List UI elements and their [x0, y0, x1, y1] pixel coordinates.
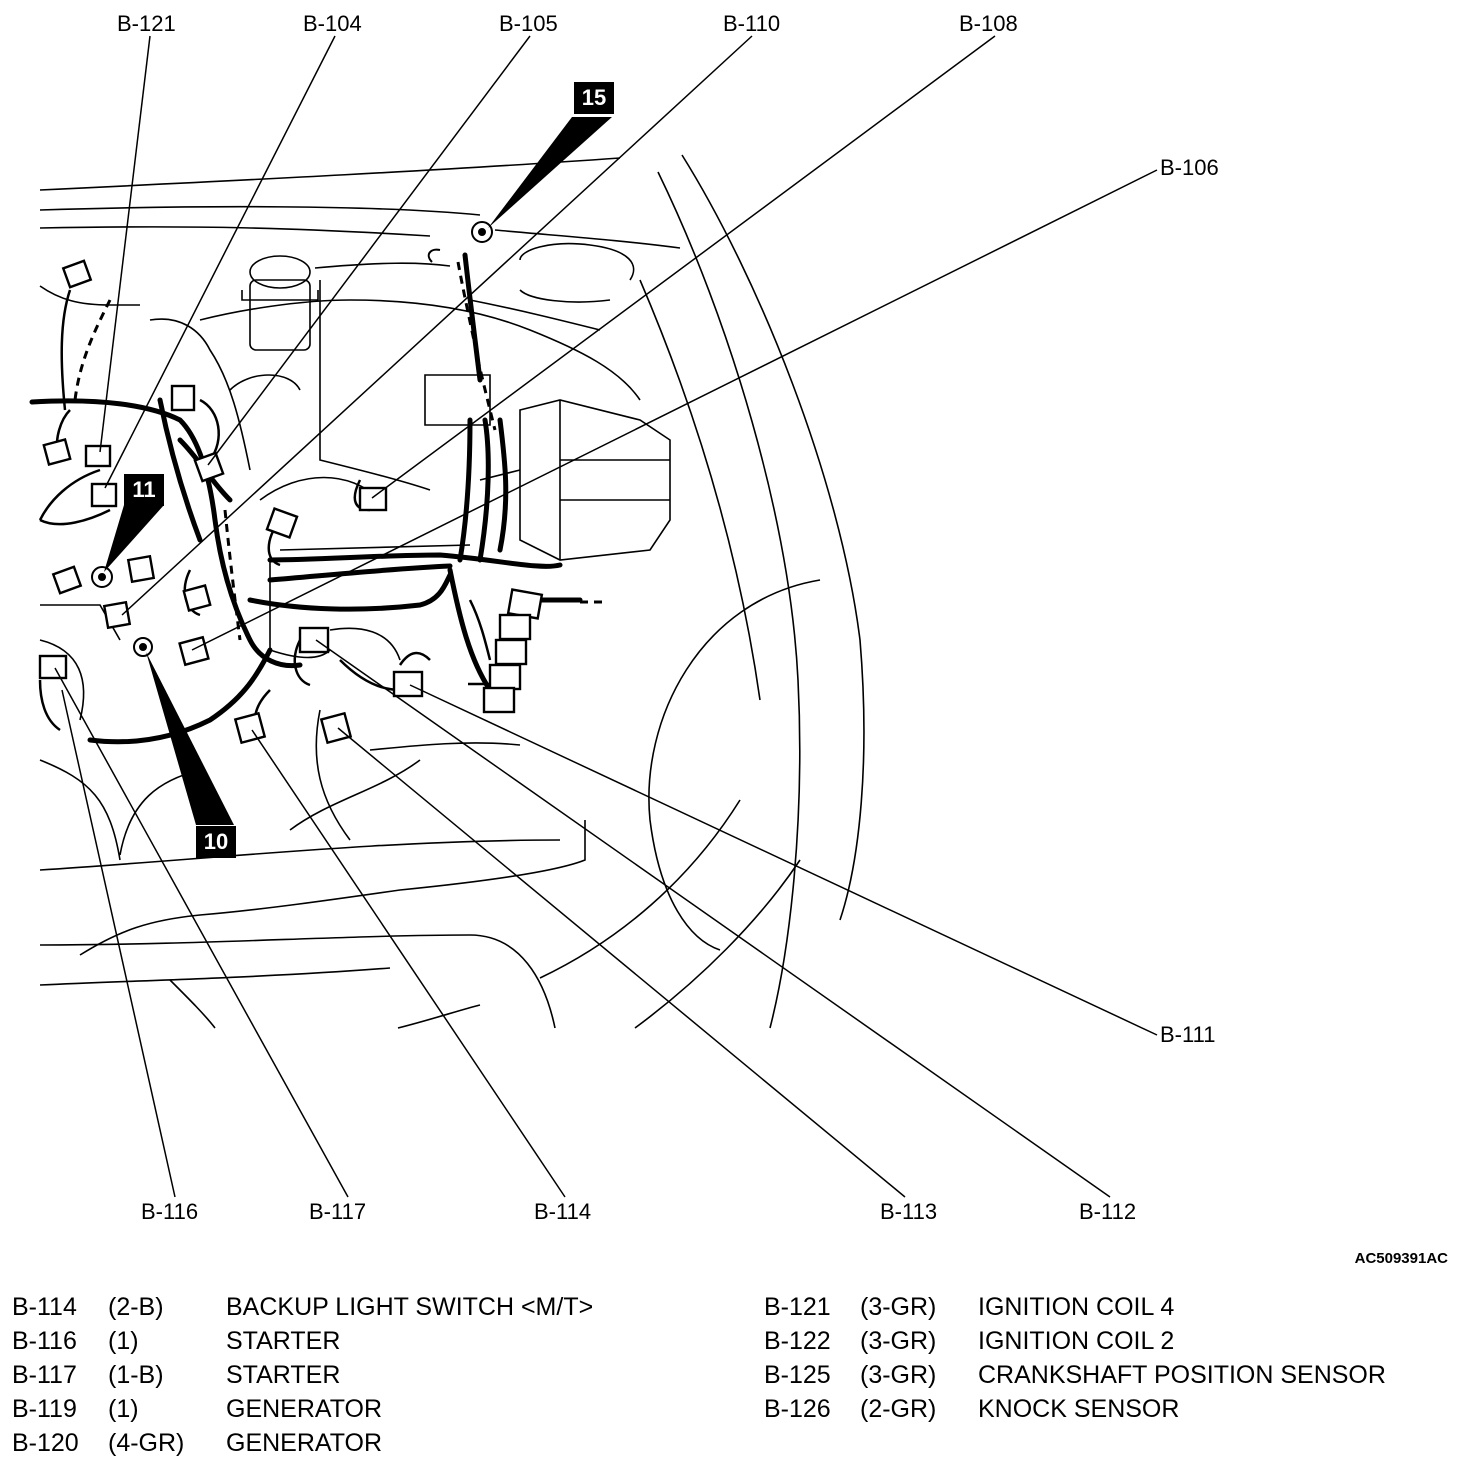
connector-code: (3-GR): [860, 1327, 937, 1355]
callout-b105: B-105: [499, 11, 558, 36]
engine-outline: [39, 154, 865, 1029]
connector-code: (2-GR): [860, 1395, 937, 1423]
callout-b116: B-116: [141, 1199, 199, 1224]
connector-id: B-117: [12, 1361, 77, 1389]
connector-desc: KNOCK SENSOR: [978, 1395, 1180, 1423]
figure-id: AC509391AC: [1354, 1250, 1448, 1267]
connector-code: (1): [108, 1327, 139, 1355]
connector-id: B-121: [764, 1293, 831, 1321]
connector-desc: STARTER: [226, 1327, 341, 1355]
legend-row: B-125 (3-GR) CRANKSHAFT POSITION SENSOR: [764, 1358, 1454, 1392]
callout-b113: B-113: [880, 1199, 938, 1224]
connector-desc: GENERATOR: [226, 1395, 383, 1423]
callout-b121: B-121: [117, 11, 176, 36]
connector-id: B-114: [12, 1293, 77, 1321]
callout-b114: B-114: [534, 1199, 592, 1224]
callout-b104: B-104: [303, 11, 362, 36]
connector-code: (3-GR): [860, 1293, 937, 1321]
callout-b117: B-117: [309, 1199, 367, 1224]
legend-row: B-119 (1) GENERATOR: [12, 1392, 672, 1426]
connector-id: B-116: [12, 1327, 77, 1355]
connector-code: (2-B): [108, 1293, 164, 1321]
legend-row: B-116 (1) STARTER: [12, 1324, 672, 1358]
callout-b106: B-106: [1160, 155, 1219, 180]
connector-id: B-125: [764, 1361, 831, 1389]
connector-code: (3-GR): [860, 1361, 937, 1389]
connector-id: B-120: [12, 1429, 79, 1457]
legend-row: B-117 (1-B) STARTER: [12, 1358, 672, 1392]
connector-code: (1-B): [108, 1361, 164, 1389]
legend-right: B-121 (3-GR) IGNITION COIL 4 B-122 (3-GR…: [764, 1290, 1454, 1426]
callout-b108: B-108: [959, 11, 1018, 36]
legend-row: B-121 (3-GR) IGNITION COIL 4: [764, 1290, 1454, 1324]
connector-desc: CRANKSHAFT POSITION SENSOR: [978, 1361, 1386, 1389]
connector-desc: IGNITION COIL 2: [978, 1327, 1175, 1355]
connector-desc: IGNITION COIL 4: [978, 1293, 1175, 1321]
badge-11: 11: [124, 474, 164, 506]
callout-b111: B-111: [1160, 1022, 1216, 1047]
connector-code: (1): [108, 1395, 139, 1423]
leader-lines: [54, 35, 1158, 1198]
connector-id: B-119: [12, 1395, 77, 1423]
connector-desc: STARTER: [226, 1361, 341, 1389]
legend-row: B-120 (4-GR) GENERATOR: [12, 1426, 672, 1460]
connector-desc: GENERATOR: [226, 1429, 383, 1457]
connector-desc: BACKUP LIGHT SWITCH <M/T>: [226, 1293, 594, 1321]
callout-b112: B-112: [1079, 1199, 1137, 1224]
pointer-wedges: [104, 117, 612, 825]
legend-left: B-114 (2-B) BACKUP LIGHT SWITCH <M/T> B-…: [12, 1290, 672, 1460]
connector-code: (4-GR): [108, 1429, 185, 1457]
wire-harness: [29, 252, 583, 745]
connector-id: B-126: [764, 1395, 831, 1423]
connector-id: B-122: [764, 1327, 831, 1355]
legend-row: B-122 (3-GR) IGNITION COIL 2: [764, 1324, 1454, 1358]
ground-points: [91, 221, 493, 657]
badge-15: 15: [574, 82, 614, 114]
legend-row: B-114 (2-B) BACKUP LIGHT SWITCH <M/T>: [12, 1290, 672, 1324]
badge-10: 10: [196, 826, 236, 858]
callout-b110: B-110: [723, 11, 781, 36]
wire-thin: [38, 289, 495, 732]
connectors: [38, 259, 544, 745]
legend-row: B-126 (2-GR) KNOCK SENSOR: [764, 1392, 1454, 1426]
